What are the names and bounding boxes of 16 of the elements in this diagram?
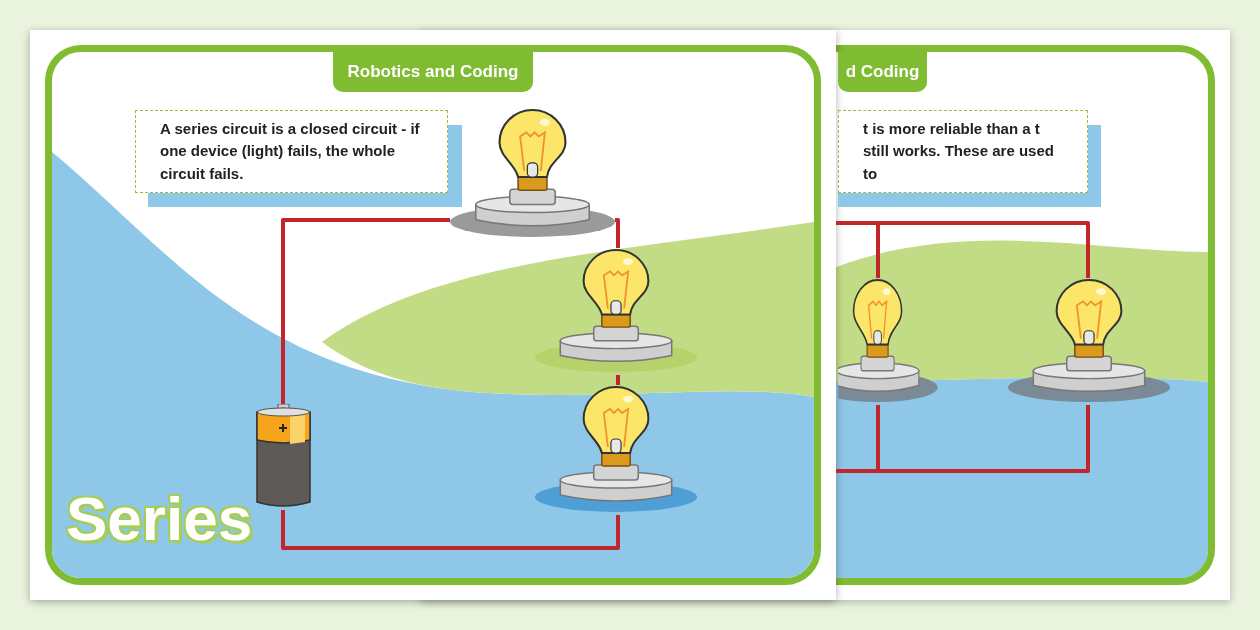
light-bulb-drawing xyxy=(1008,278,1170,405)
wire xyxy=(281,218,450,404)
title-tab: Robotics and Coding xyxy=(333,52,533,92)
wire xyxy=(615,218,620,248)
wire xyxy=(281,510,620,550)
wire xyxy=(616,375,620,385)
wire xyxy=(836,405,880,473)
text-box: t is more reliable than a t still works. These are used to xyxy=(838,110,1088,193)
wire xyxy=(876,405,1090,473)
light-bulb-drawing xyxy=(450,108,615,240)
light-bulb-drawing xyxy=(535,248,697,375)
poster-title: Series xyxy=(66,488,253,550)
battery-drawing xyxy=(255,404,312,510)
light-bulb-drawing xyxy=(535,385,697,515)
text-box: A series circuit is a closed circuit - if one device (light) fails, the whole circuit fails. xyxy=(135,110,448,193)
title-tab: d Coding xyxy=(838,52,927,92)
